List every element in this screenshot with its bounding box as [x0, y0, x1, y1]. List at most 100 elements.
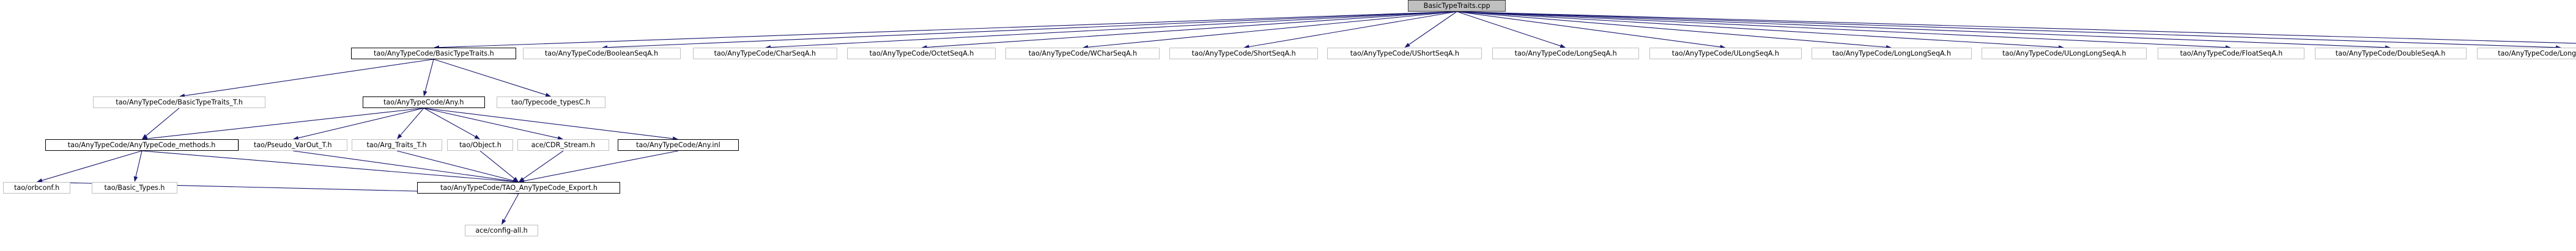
- graph-node-object_h[interactable]: tao/Object.h: [447, 139, 513, 151]
- graph-edge: [1456, 11, 2226, 48]
- graph-node-label: tao/AnyTypeCode/BooleanSeqA.h: [545, 48, 659, 57]
- graph-node-label: tao/AnyTypeCode/DoubleSeqA.h: [2336, 48, 2446, 57]
- graph-node-label: tao/AnyTypeCode/Any.inl: [636, 140, 720, 149]
- graph-edge: [1249, 11, 1457, 48]
- graph-edge: [433, 59, 546, 95]
- graph-node-typecode_typesc[interactable]: tao/Typecode_typesC.h: [497, 96, 605, 108]
- graph-edge: [423, 107, 476, 137]
- graph-node-orbconf[interactable]: tao/orbconf.h: [3, 182, 70, 194]
- graph-node-anytypecode_meth[interactable]: tao/AnyTypeCode/AnyTypeCode_methods.h: [45, 139, 239, 151]
- graph-edge: [141, 150, 514, 182]
- graph-node-label: tao/AnyTypeCode/LongDoubleSeqA.h: [2498, 48, 2576, 57]
- graph-node-octetseqa[interactable]: tao/AnyTypeCode/OctetSeqA.h: [847, 48, 996, 59]
- graph-node-label: tao/AnyTypeCode/UShortSeqA.h: [1350, 48, 1459, 57]
- graph-edge: [479, 150, 515, 179]
- graph-edge: [439, 11, 1457, 48]
- graph-edge: [147, 107, 424, 139]
- graph-node-label: tao/AnyTypeCode/LongSeqA.h: [1514, 48, 1617, 57]
- graph-edge: [1456, 11, 2059, 48]
- graph-edge: [396, 150, 514, 181]
- graph-node-basictypetraits_h[interactable]: tao/AnyTypeCode/BasicTypeTraits.h: [351, 48, 516, 59]
- graph-node-label: ace/CDR_Stream.h: [531, 140, 596, 149]
- graph-edge: [42, 150, 142, 181]
- graph-node-label: tao/AnyTypeCode/BasicTypeTraits.h: [373, 48, 494, 57]
- graph-edge: [1456, 11, 1720, 48]
- graph-edge: [1456, 11, 2386, 48]
- graph-edge: [1456, 11, 1561, 46]
- graph-node-label: ace/config-all.h: [475, 225, 528, 235]
- graph-node-label: tao/AnyTypeCode/TAO_AnyTypeCode_Export.h: [440, 183, 598, 192]
- graph-edge-arrowhead: [474, 134, 480, 139]
- graph-edge: [184, 59, 434, 96]
- graph-node-wcharseqa[interactable]: tao/AnyTypeCode/WCharSeqA.h: [1005, 48, 1160, 59]
- graph-node-label: tao/Arg_Traits_T.h: [366, 140, 427, 149]
- graph-edge: [503, 193, 519, 220]
- graph-node-label: BasicTypeTraits.cpp: [1423, 1, 1490, 10]
- graph-edge: [770, 11, 1457, 48]
- graph-node-label: tao/AnyTypeCode/OctetSeqA.h: [869, 48, 974, 57]
- graph-node-pseudo_varout[interactable]: tao/Pseudo_VarOut_T.h: [239, 139, 347, 151]
- graph-edge: [1087, 11, 1457, 48]
- graph-node-any_inl[interactable]: tao/AnyTypeCode/Any.inl: [618, 139, 739, 151]
- graph-node-longseqa[interactable]: tao/AnyTypeCode/LongSeqA.h: [1492, 48, 1639, 59]
- graph-edge-arrowhead: [513, 176, 519, 182]
- graph-edge: [146, 107, 180, 136]
- graph-node-any_h[interactable]: tao/AnyTypeCode/Any.h: [363, 96, 485, 108]
- graph-node-label: tao/AnyTypeCode/BasicTypeTraits_T.h: [116, 97, 243, 106]
- graph-node-charseqa[interactable]: tao/AnyTypeCode/CharSeqA.h: [693, 48, 837, 59]
- graph-edge: [423, 107, 558, 139]
- graph-edge-arrowhead: [133, 176, 138, 182]
- graph-edge-arrowhead: [397, 133, 402, 139]
- graph-edge-arrowhead: [519, 177, 525, 182]
- graph-node-label: tao/Typecode_typesC.h: [511, 97, 591, 106]
- graph-edge: [607, 11, 1457, 48]
- graph-edge-arrowhead: [1404, 43, 1410, 48]
- graph-node-ulongseqa[interactable]: tao/AnyTypeCode/ULongSeqA.h: [1649, 48, 1802, 59]
- graph-edge: [1408, 11, 1457, 45]
- graph-node-label: tao/AnyTypeCode/ULongSeqA.h: [1671, 48, 1780, 57]
- graph-node-root[interactable]: BasicTypeTraits.cpp: [1408, 0, 1506, 12]
- graph-node-label: tao/AnyTypeCode/WCharSeqA.h: [1028, 48, 1137, 57]
- graph-node-label: tao/AnyTypeCode/AnyTypeCode_methods.h: [68, 140, 216, 149]
- graph-edge-arrowhead: [423, 90, 427, 96]
- graph-node-booleanseqa[interactable]: tao/AnyTypeCode/BooleanSeqA.h: [523, 48, 681, 59]
- graph-node-arg_traits_t[interactable]: tao/Arg_Traits_T.h: [352, 139, 442, 151]
- graph-node-basictypetraits_t[interactable]: tao/AnyTypeCode/BasicTypeTraits_T.h: [93, 96, 265, 108]
- graph-node-label: tao/AnyTypeCode/ShortSeqA.h: [1191, 48, 1296, 57]
- graph-node-longdoubleseqa[interactable]: tao/AnyTypeCode/LongDoubleSeqA.h: [2477, 48, 2576, 59]
- graph-node-shortseqa[interactable]: tao/AnyTypeCode/ShortSeqA.h: [1169, 48, 1318, 59]
- graph-edge-arrowhead: [142, 134, 148, 139]
- graph-node-ulonglongseqa[interactable]: tao/AnyTypeCode/ULongLongSeqA.h: [1982, 48, 2147, 59]
- graph-edge: [135, 150, 142, 177]
- graph-node-export_h[interactable]: tao/AnyTypeCode/TAO_AnyTypeCode_Export.h: [417, 182, 620, 194]
- graph-edge: [298, 107, 424, 139]
- graph-node-label: tao/AnyTypeCode/LongLongSeqA.h: [1832, 48, 1952, 57]
- graph-node-label: tao/orbconf.h: [13, 183, 60, 192]
- graph-node-doubleseqa[interactable]: tao/AnyTypeCode/DoubleSeqA.h: [2315, 48, 2467, 59]
- graph-edge: [1456, 11, 2576, 44]
- graph-node-config_all[interactable]: ace/config-all.h: [465, 225, 538, 236]
- graph-node-floatseqa[interactable]: tao/AnyTypeCode/FloatSeqA.h: [2158, 48, 2304, 59]
- graph-node-label: tao/Object.h: [459, 140, 502, 149]
- graph-node-label: tao/Basic_Types.h: [104, 183, 165, 192]
- graph-edge-arrowhead: [502, 219, 506, 225]
- graph-node-label: tao/Pseudo_VarOut_T.h: [254, 140, 332, 149]
- graph-node-basic_types[interactable]: tao/Basic_Types.h: [92, 182, 177, 194]
- graph-edge: [523, 150, 564, 180]
- graph-edge: [524, 150, 679, 181]
- graph-node-label: tao/AnyTypeCode/ULongLongSeqA.h: [2002, 48, 2126, 57]
- graph-node-label: tao/AnyTypeCode/CharSeqA.h: [714, 48, 816, 57]
- graph-edge: [400, 107, 424, 136]
- graph-edge: [1456, 11, 2556, 48]
- graph-node-longlongseqa[interactable]: tao/AnyTypeCode/LongLongSeqA.h: [1812, 48, 1972, 59]
- graph-node-ushortseqa[interactable]: tao/AnyTypeCode/UShortSeqA.h: [1327, 48, 1482, 59]
- graph-edge: [292, 150, 514, 182]
- graph-node-cdr_stream[interactable]: ace/CDR_Stream.h: [517, 139, 609, 151]
- graph-node-label: tao/AnyTypeCode/Any.h: [383, 97, 464, 106]
- graph-edge: [1456, 11, 1887, 48]
- graph-edge: [423, 107, 673, 139]
- graph-node-label: tao/AnyTypeCode/FloatSeqA.h: [2180, 48, 2282, 57]
- graph-edge: [424, 59, 434, 92]
